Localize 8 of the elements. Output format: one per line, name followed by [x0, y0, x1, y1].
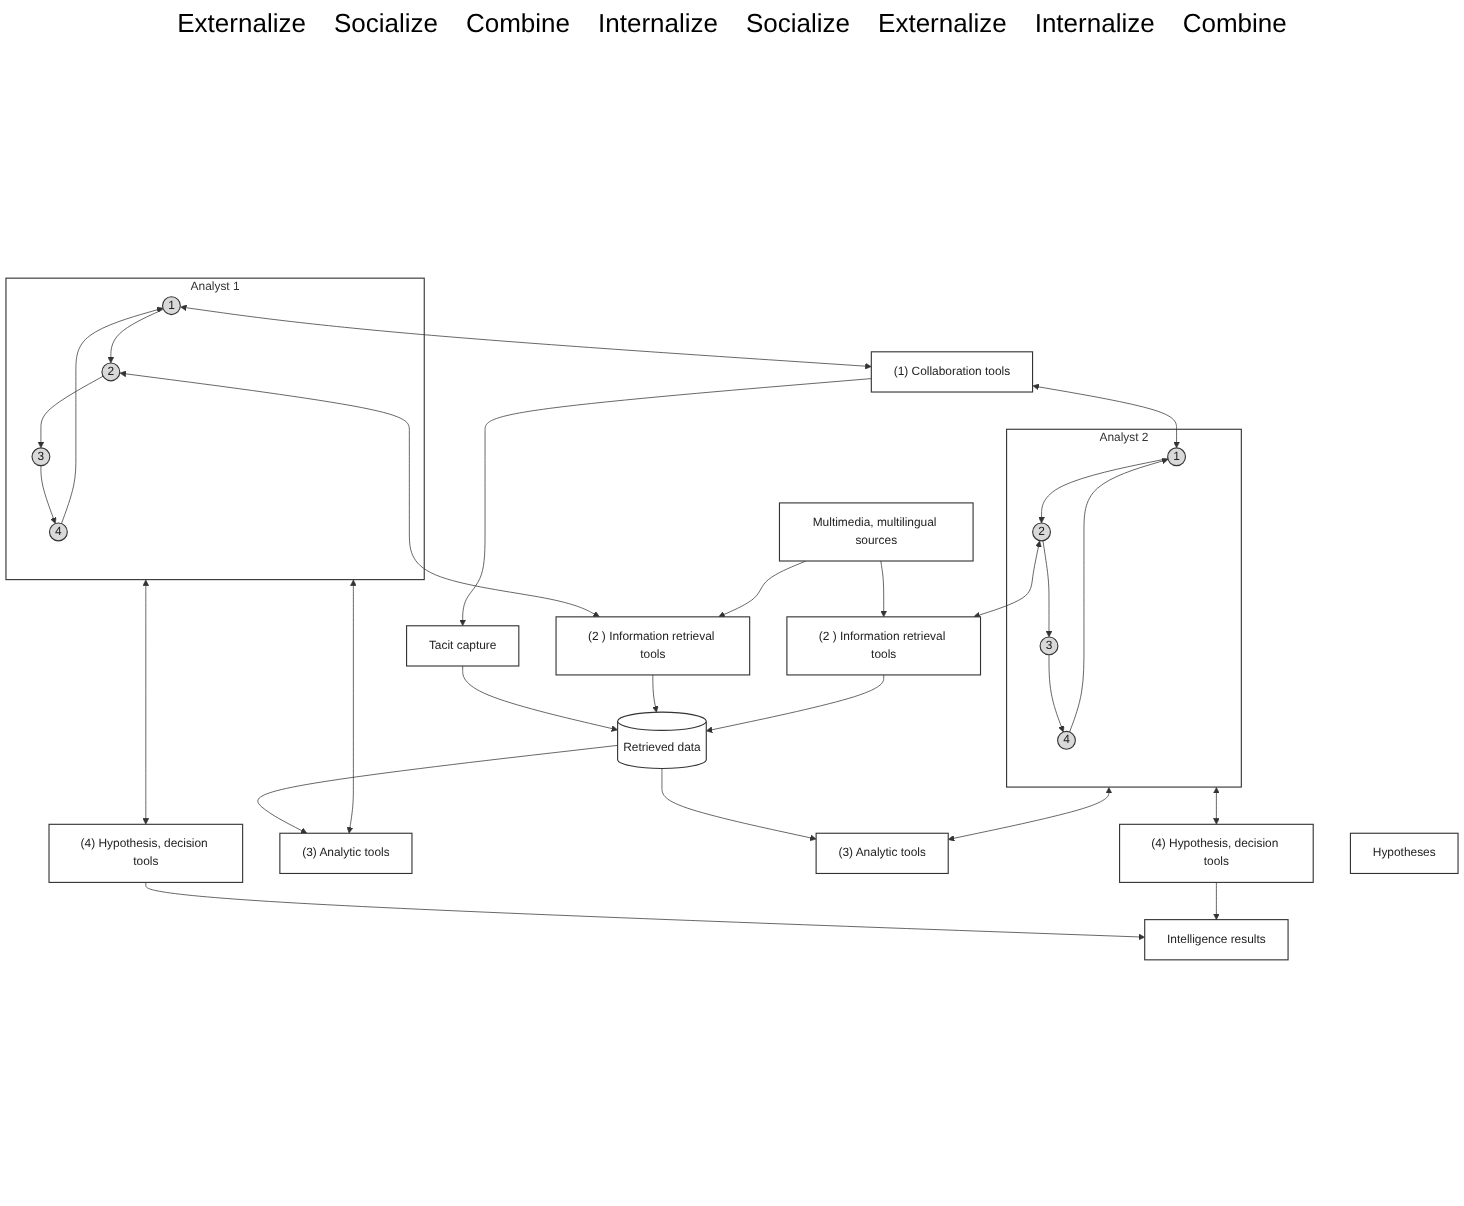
quadrant-label: Externalize — [177, 8, 306, 38]
quadrant-label: Externalize — [878, 8, 1007, 38]
quadrant-label: Internalize — [1034, 8, 1155, 38]
quadrant-label: Socialize — [333, 8, 438, 38]
quadrant-label: Socialize — [746, 8, 851, 38]
quadrant-label: Combine — [1182, 8, 1287, 38]
quadrant-label: Internalize — [598, 8, 718, 38]
quadrant-label: Combine — [465, 8, 571, 38]
